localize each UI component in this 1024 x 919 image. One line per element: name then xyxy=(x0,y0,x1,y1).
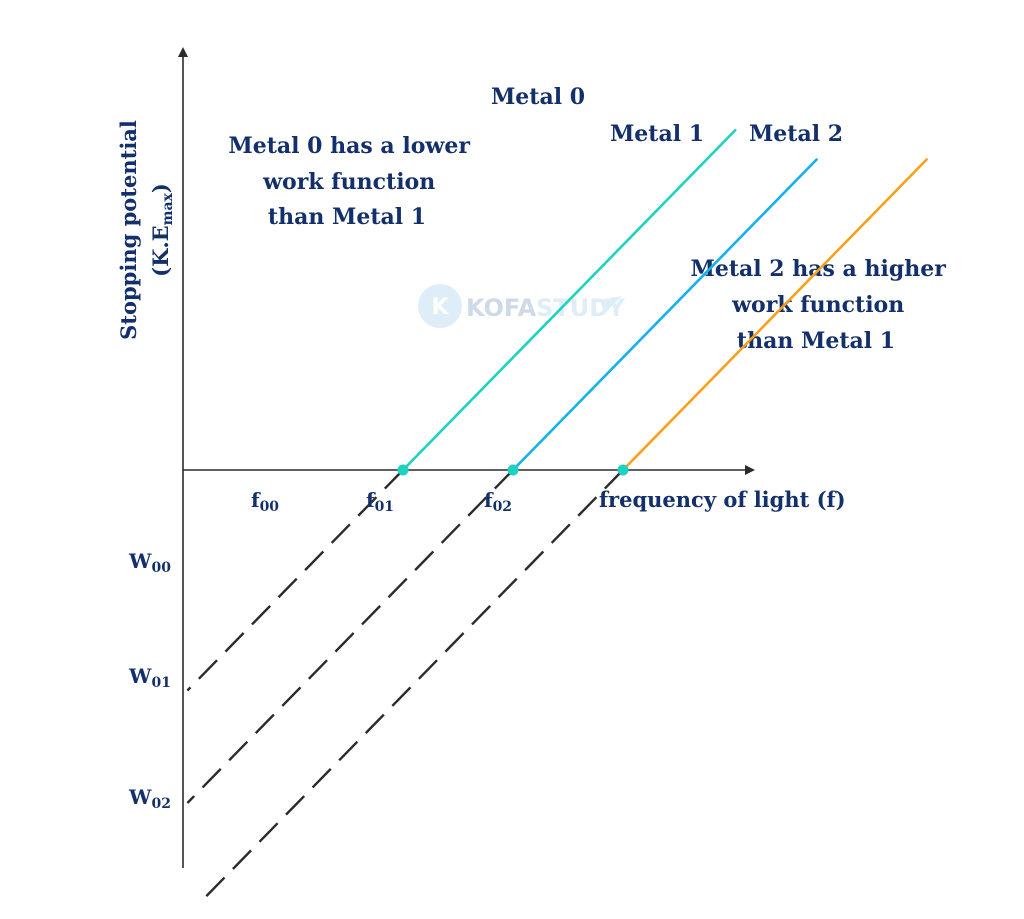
y-axis-title-ke: (K.E xyxy=(148,225,173,277)
metal-0-threshold-label: f00 xyxy=(251,488,279,515)
y-axis-title-max: max xyxy=(160,192,176,225)
x-axis-title: frequency of light (f) xyxy=(599,487,846,512)
annotation-metal-0-line2: work function xyxy=(262,169,435,195)
annotation-metal-2-line2: work function xyxy=(731,292,904,318)
annotation-metal-0: Metal 0 has a lower work function than M… xyxy=(228,133,477,230)
metal-1-threshold-point xyxy=(507,464,519,476)
metal-1-work-label-sub: 01 xyxy=(151,675,170,691)
metal-1-line xyxy=(511,158,818,472)
metal-2-threshold-label: f02 xyxy=(484,488,512,515)
metal-2-threshold-label-main: f xyxy=(484,488,494,512)
metal-0-threshold-point xyxy=(397,464,409,476)
metal-0-extrapolation xyxy=(186,469,404,692)
metal-2-work-label-main: W xyxy=(128,785,152,809)
watermark-text: KOFASTUDY xyxy=(466,294,625,322)
metal-1-work-label-main: W xyxy=(128,664,152,688)
y-axis-title-close: ) xyxy=(148,183,173,193)
metal-1-threshold-label: f01 xyxy=(366,488,394,515)
metal-2-threshold-point xyxy=(617,464,629,476)
metal-2-label: Metal 2 xyxy=(749,121,843,147)
annotation-metal-0-line1: Metal 0 has a lower xyxy=(228,133,470,159)
metal-1-extrapolation xyxy=(186,469,514,804)
metal-1-work-label: W01 xyxy=(128,664,171,691)
annotation-metal-0-line3: than Metal 1 xyxy=(268,204,426,230)
watermark-text-kofa: KOFA xyxy=(466,294,537,322)
metal-2-threshold-label-sub: 02 xyxy=(493,499,512,515)
watermark-logo-icon xyxy=(418,284,462,328)
metal-0-threshold-label-main: f xyxy=(251,488,261,512)
metal-2-work-label: W02 xyxy=(128,785,171,812)
annotation-metal-2: Metal 2 has a higher work function than … xyxy=(691,256,954,354)
metal-0-work-label-sub: 00 xyxy=(151,560,171,576)
metal-1-threshold-label-sub: 01 xyxy=(375,499,394,515)
y-axis-title-line2: (K.Emax) xyxy=(148,183,176,277)
y-axis-title-line1: Stopping potential xyxy=(116,120,141,340)
metal-2-work-label-sub: 02 xyxy=(151,796,170,812)
metal-1-label: Metal 1 xyxy=(610,121,704,147)
metal-0-line xyxy=(401,128,737,472)
metal-2-line xyxy=(621,158,928,472)
metal-0-work-label: W00 xyxy=(128,549,171,576)
metal-0-label: Metal 0 xyxy=(491,84,585,110)
watermark: K KOFASTUDY xyxy=(418,284,625,328)
annotation-metal-2-line3: than Metal 1 xyxy=(737,328,895,354)
metal-2-extrapolation xyxy=(201,469,624,901)
metal-0-threshold-label-sub: 00 xyxy=(260,499,280,515)
watermark-logo-letter: K xyxy=(431,295,449,320)
metal-1-threshold-label-main: f xyxy=(366,488,376,512)
watermark-arrow-icon xyxy=(600,296,622,314)
metal-0-work-label-main: W xyxy=(128,549,152,573)
